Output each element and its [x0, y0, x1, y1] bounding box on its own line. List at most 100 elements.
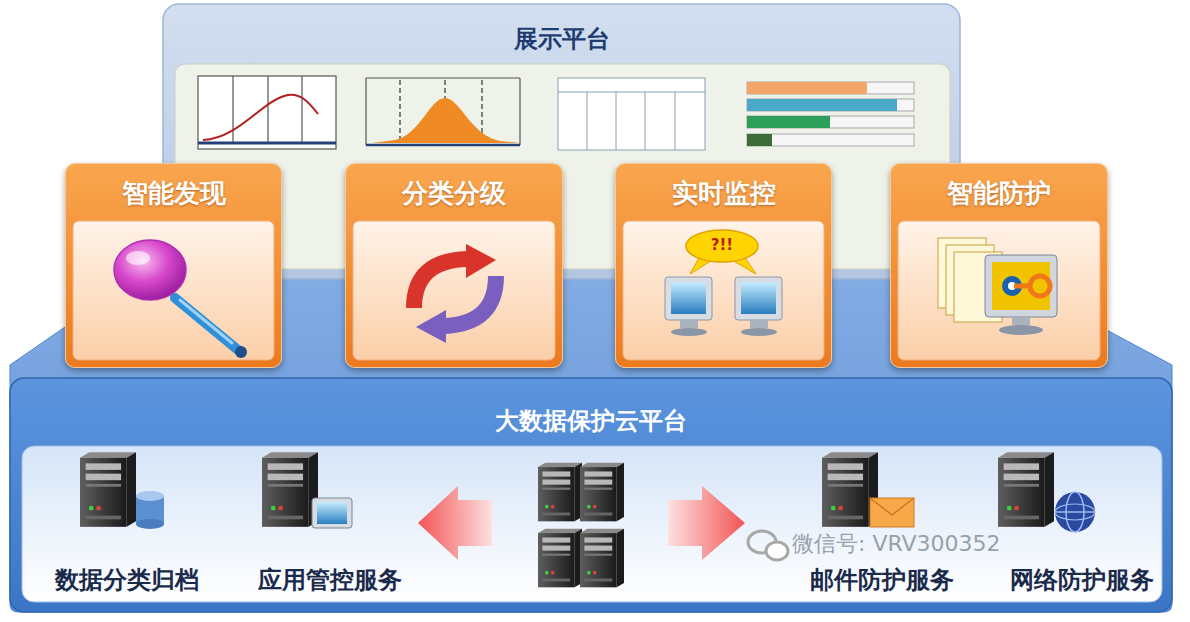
cloud-panel-shape [10, 378, 1172, 612]
feature-box: 实时监控 [615, 163, 832, 368]
protection-icon [1014, 284, 1030, 289]
monitoring-icon [735, 277, 782, 320]
protection-icon [985, 255, 1057, 317]
protection-icon [954, 252, 1002, 322]
protection-icon [999, 325, 1043, 335]
protection-icon [938, 238, 1057, 335]
server-cluster-icon [580, 463, 624, 522]
archive-server-icon [80, 452, 136, 527]
alert-text: ?!! [711, 236, 733, 254]
line-chart [232, 76, 233, 143]
distribution-chart [481, 80, 482, 143]
feature-inner-panels [623, 221, 824, 360]
protection-icon [1012, 317, 1030, 325]
feature-inner-panels [73, 221, 1100, 360]
monitoring-icon [730, 256, 756, 274]
app-control-server-icon [262, 452, 318, 527]
distribution-arrows [418, 486, 492, 560]
monitoring-icon [741, 282, 776, 314]
protection-icon [938, 238, 986, 308]
mail-server-icon [870, 498, 914, 527]
app-control-server-icon [262, 452, 352, 528]
distribution-chart [365, 78, 366, 145]
feature-title: 智能防护 [947, 178, 1051, 208]
line-chart [198, 76, 336, 149]
table-chart [558, 78, 705, 150]
distribution-arrows [418, 486, 745, 560]
app-control-server-icon [312, 498, 352, 528]
line-chart [267, 76, 268, 143]
network-server-icon [1055, 511, 1095, 513]
service-label: 应用管控服务 [258, 566, 402, 594]
feature-box: 智能防护 [890, 163, 1108, 368]
distribution-chart [444, 80, 445, 143]
line-chart [198, 76, 336, 149]
cloud-panel-shape [22, 446, 1162, 602]
protection-icon [1008, 282, 1016, 290]
panel-title: 大数据保护云平台 [495, 406, 687, 436]
server-cluster-icon [538, 463, 624, 588]
magnifier-icon [180, 300, 232, 343]
distribution-chart [399, 80, 400, 143]
network-server-icon [1066, 492, 1084, 532]
table-chart [675, 92, 676, 150]
monitoring-icon [690, 256, 714, 274]
monitoring-icon [741, 328, 777, 336]
panel-title: 展示平台 [514, 24, 610, 54]
feature-inner-panels [898, 221, 1100, 360]
table-chart [558, 78, 705, 150]
magnifier-icon [114, 240, 186, 300]
monitoring-icon [671, 282, 706, 314]
feature-box: 智能发现 [65, 163, 282, 368]
feature-title: 实时监控 [672, 178, 776, 208]
monitoring-icon [680, 320, 698, 328]
server-cluster-icon [538, 463, 582, 522]
monitoring-icon [665, 277, 712, 320]
progress-bars [747, 82, 867, 94]
progress-bars [747, 99, 897, 111]
protection-icon [1030, 276, 1050, 296]
table-chart [645, 92, 646, 150]
network-server-icon [998, 452, 1095, 532]
distribution-chart [366, 78, 520, 145]
watermark: 微信号: VRV300352 [792, 531, 1001, 557]
progress-bars [747, 99, 914, 111]
feature-title: 分类分级 [402, 178, 506, 208]
cycle-arrows-icon [466, 244, 496, 278]
archive-server-icon [136, 491, 164, 501]
progress-bars [747, 82, 914, 146]
mail-server-icon [822, 452, 914, 527]
service-label: 网络防护服务 [1010, 566, 1154, 594]
distribution-arrows [668, 486, 745, 560]
app-control-server-icon [317, 502, 347, 524]
network-server-icon [1055, 492, 1095, 532]
server-cluster-icon [580, 529, 624, 588]
cloud-panel-shape [10, 378, 1172, 612]
monitoring-icon [671, 328, 707, 336]
protection-icon [1002, 276, 1022, 296]
feature-inner-panels [73, 221, 274, 360]
protection-icon [992, 262, 1050, 310]
cycle-arrows-icon [414, 259, 468, 308]
service-label: 数据分类归档 [55, 566, 199, 594]
progress-bars [747, 134, 772, 146]
mail-server-icon [822, 452, 878, 527]
progress-bars [747, 134, 914, 146]
archive-server-icon [136, 496, 164, 524]
mail-server-icon [870, 498, 914, 515]
table-chart [558, 92, 705, 93]
magnifier-icon [175, 298, 238, 350]
table-chart [616, 92, 617, 150]
magnifier-icon [235, 346, 247, 358]
magnifier-icon [126, 251, 150, 265]
distribution-chart [366, 144, 520, 147]
progress-bars [747, 116, 914, 128]
protection-icon [946, 245, 994, 315]
progress-bars [747, 116, 830, 128]
feature-inner-panels [353, 221, 555, 360]
network-server-icon [1055, 504, 1095, 520]
cycle-arrows-icon [416, 310, 446, 343]
cycle-arrows-icon [444, 276, 496, 326]
